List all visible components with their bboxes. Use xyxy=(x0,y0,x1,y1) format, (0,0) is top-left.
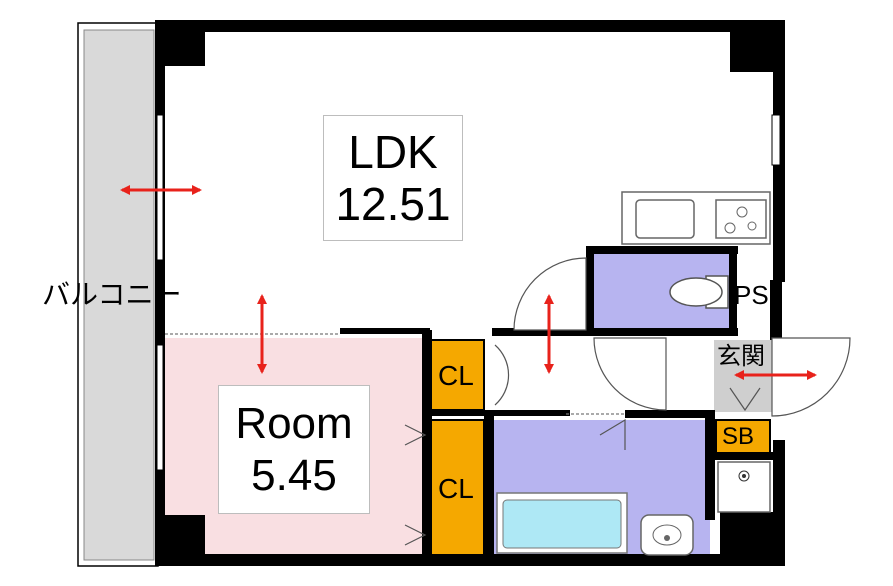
stove-icon xyxy=(715,199,767,239)
pipe-space-label: PS xyxy=(734,280,769,310)
ldk-area: 12.51 xyxy=(335,178,451,230)
drain-icon xyxy=(717,461,771,513)
shoe-box-label: SB xyxy=(722,423,755,450)
walls xyxy=(155,20,785,566)
ldk-name: LDK xyxy=(348,126,438,178)
shoe-box xyxy=(715,419,771,455)
room-area: 5.45 xyxy=(251,450,337,500)
balcony-label: バルコニー xyxy=(42,279,182,310)
sliding-doors xyxy=(165,333,626,415)
bath-tub xyxy=(496,492,628,554)
double-arrow-icon xyxy=(120,185,817,380)
toilet-icon xyxy=(669,275,729,309)
closet-lower xyxy=(429,419,485,556)
entrance-label: 玄関 xyxy=(717,343,765,370)
balcony xyxy=(77,22,159,567)
room-name: Room xyxy=(235,398,353,448)
washbasin-icon xyxy=(640,514,694,556)
sink-icon xyxy=(635,199,695,239)
ldk-label-box: LDK 12.51 xyxy=(323,115,463,241)
closet-upper-label: CL xyxy=(438,360,474,391)
room-label-box: Room 5.45 xyxy=(218,385,370,514)
kitchen-counter xyxy=(621,191,771,245)
closet-lower-label: CL xyxy=(438,473,474,504)
closet-upper xyxy=(429,339,485,411)
